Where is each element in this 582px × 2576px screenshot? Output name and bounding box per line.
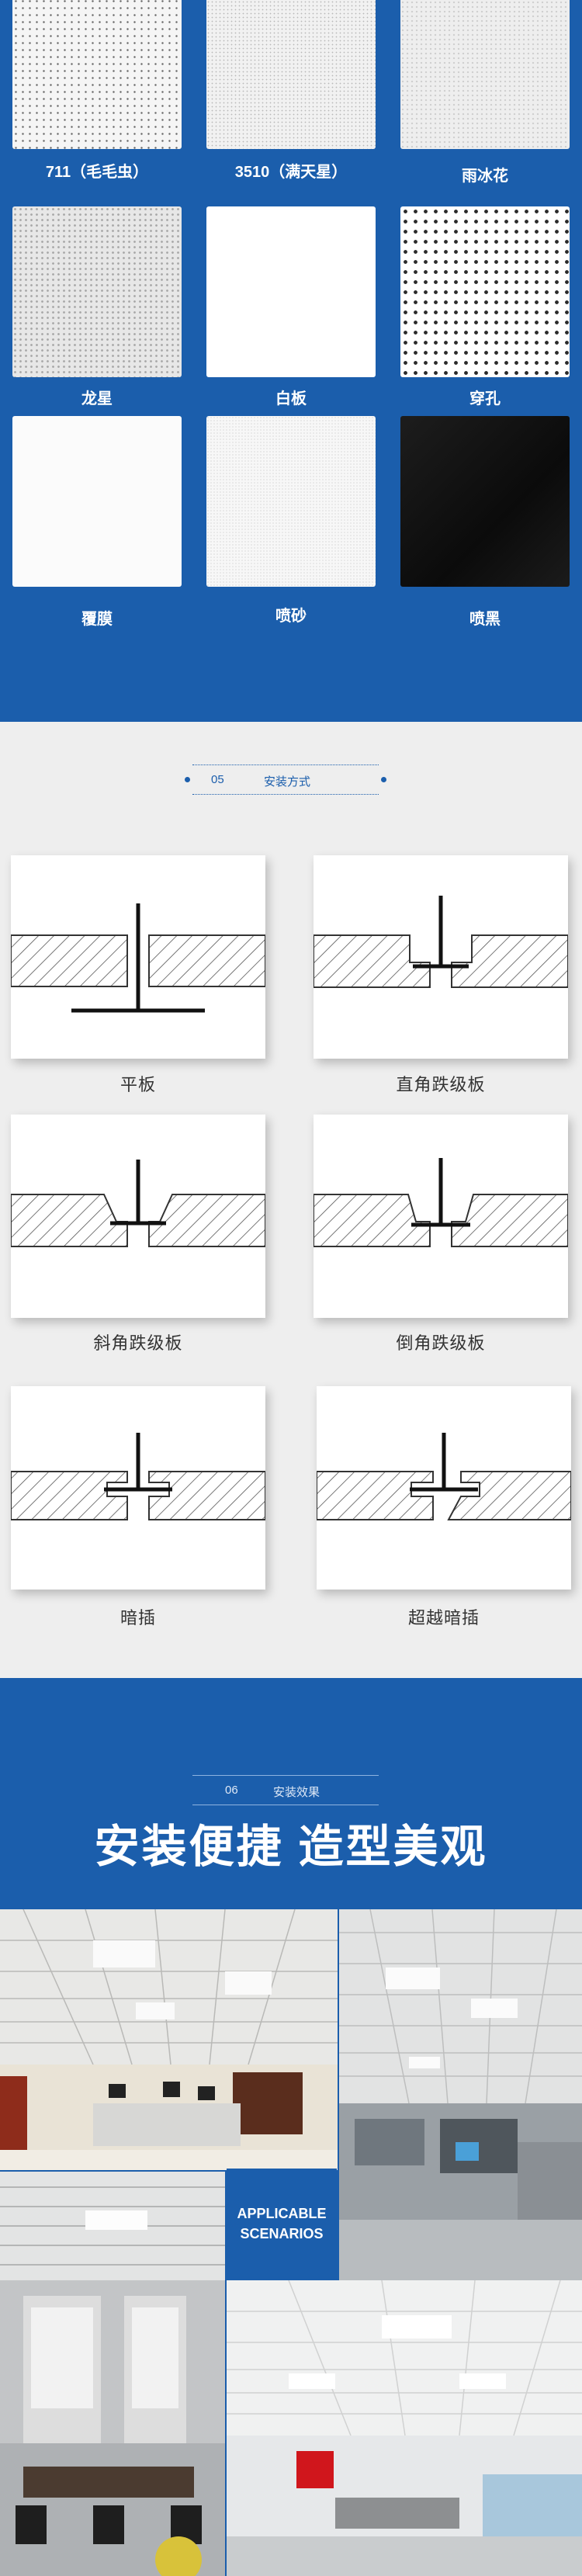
install-diagram-flat [11,855,265,1059]
install-label: 暗插 [120,1608,156,1628]
install-label: 倒角跌级板 [396,1333,486,1353]
texture-label: 白板 [275,390,307,407]
texture-tile-film [12,416,182,587]
section-number: 06 [225,1784,238,1797]
texture-label: 711（毛毛虫） [45,164,149,181]
section-title: 安装效果 [273,1786,320,1799]
texture-tile-white [206,206,376,377]
install-diagram-chamfer-step [314,1115,568,1318]
install-label: 斜角跌级板 [93,1333,183,1353]
install-label: 超越暗插 [407,1608,480,1628]
texture-tile-sandblast [206,416,376,587]
headline: 安装便捷 造型美观 [94,1822,488,1872]
install-diagram-concealed [11,1386,265,1590]
texture-label: 覆膜 [81,611,113,628]
texture-tile-fine [206,0,376,149]
section-header: 06 安装效果 [185,1775,386,1806]
texture-tile-snow [400,0,570,149]
texture-label: 龙星 [81,390,113,407]
install-label: 平板 [120,1075,156,1094]
texture-tile-black [400,416,570,587]
texture-label: 喷砂 [275,608,307,625]
texture-label: 雨冰花 [462,168,508,185]
office-photo-ceiling-grid [0,1909,338,2170]
applicable-scenarios-badge: APPLICABLE SCENARIOS [227,2169,337,2279]
texture-label: 穿孔 [469,390,501,407]
install-diagram-bevel-step [11,1115,265,1318]
texture-tile-dragon [12,206,182,377]
installation-section: 05 安装方式 平板 直角跌级板 斜角跌级板 [0,722,582,1678]
section-number: 05 [211,773,224,786]
texture-tile-dots [12,0,182,149]
office-photo-hallway [227,2280,582,2576]
install-diagram-super-concealed [317,1386,571,1590]
section-header: 05 安装方式 [185,764,386,796]
texture-section: 711（毛毛虫） 3510（满天星） 雨冰花 龙星 白板 穿孔 覆膜 喷砂 喷黑 [0,0,582,722]
office-photo-open-space [339,1909,582,2285]
badge-line: SCENARIOS [240,2226,324,2241]
effects-section: 06 安装效果 安装便捷 造型美观 [0,1678,582,2576]
texture-label: 喷黑 [469,611,501,628]
texture-tile-perforated [400,206,570,377]
section-title: 安装方式 [264,775,311,789]
install-label: 直角跌级板 [396,1075,486,1094]
texture-label: 3510（满天星） [234,164,348,181]
install-diagram-right-angle-step [314,855,568,1059]
badge-line: APPLICABLE [237,2206,327,2221]
office-photo-meeting-room [0,2172,225,2576]
